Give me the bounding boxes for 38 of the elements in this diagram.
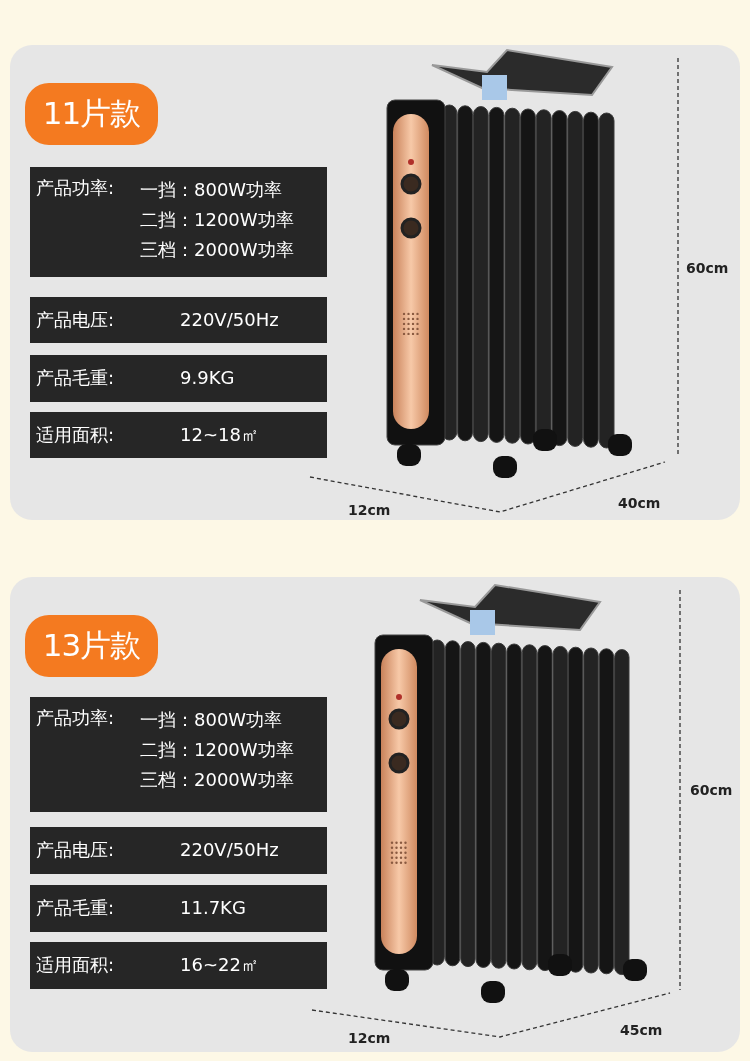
spec-box <box>30 885 327 932</box>
spec-value: 一挡：800W功率 <box>140 179 283 201</box>
dimension-label: 40cm <box>618 495 661 511</box>
spec-box <box>30 942 327 989</box>
dimension-label: 45cm <box>620 1022 663 1038</box>
spec-label: 产品毛重: <box>36 367 115 389</box>
spec-value: 220V/50Hz <box>180 309 279 331</box>
spec-label: 产品电压: <box>36 839 115 861</box>
dimension-label: 12cm <box>348 502 391 518</box>
spec-label: 适用面积: <box>36 424 115 446</box>
spec-box <box>30 297 327 343</box>
spec-value: 12~18㎡ <box>180 424 259 446</box>
product-card <box>10 577 740 1052</box>
spec-label: 产品电压: <box>36 309 115 331</box>
spec-value: 11.7KG <box>180 897 246 919</box>
dimension-label: 60cm <box>686 260 729 276</box>
spec-value: 二挡：1200W功率 <box>140 739 294 761</box>
spec-value: 一挡：800W功率 <box>140 709 283 731</box>
spec-box <box>30 697 327 812</box>
spec-box <box>30 412 327 458</box>
spec-box <box>30 355 327 402</box>
dimension-label: 12cm <box>348 1030 391 1046</box>
spec-value: 三档：2000W功率 <box>140 239 294 261</box>
spec-box <box>30 827 327 874</box>
spec-value: 16~22㎡ <box>180 954 259 976</box>
spec-value: 9.9KG <box>180 367 235 389</box>
dimension-label: 60cm <box>690 782 733 798</box>
spec-label: 产品功率: <box>36 707 115 729</box>
product-card <box>10 45 740 520</box>
spec-value: 三档：2000W功率 <box>140 769 294 791</box>
size-badge: 11片款 <box>25 83 158 145</box>
spec-label: 产品功率: <box>36 177 115 199</box>
size-badge: 13片款 <box>25 615 158 677</box>
spec-label: 产品毛重: <box>36 897 115 919</box>
spec-label: 适用面积: <box>36 954 115 976</box>
spec-box <box>30 167 327 277</box>
spec-value: 二挡：1200W功率 <box>140 209 294 231</box>
spec-value: 220V/50Hz <box>180 839 279 861</box>
